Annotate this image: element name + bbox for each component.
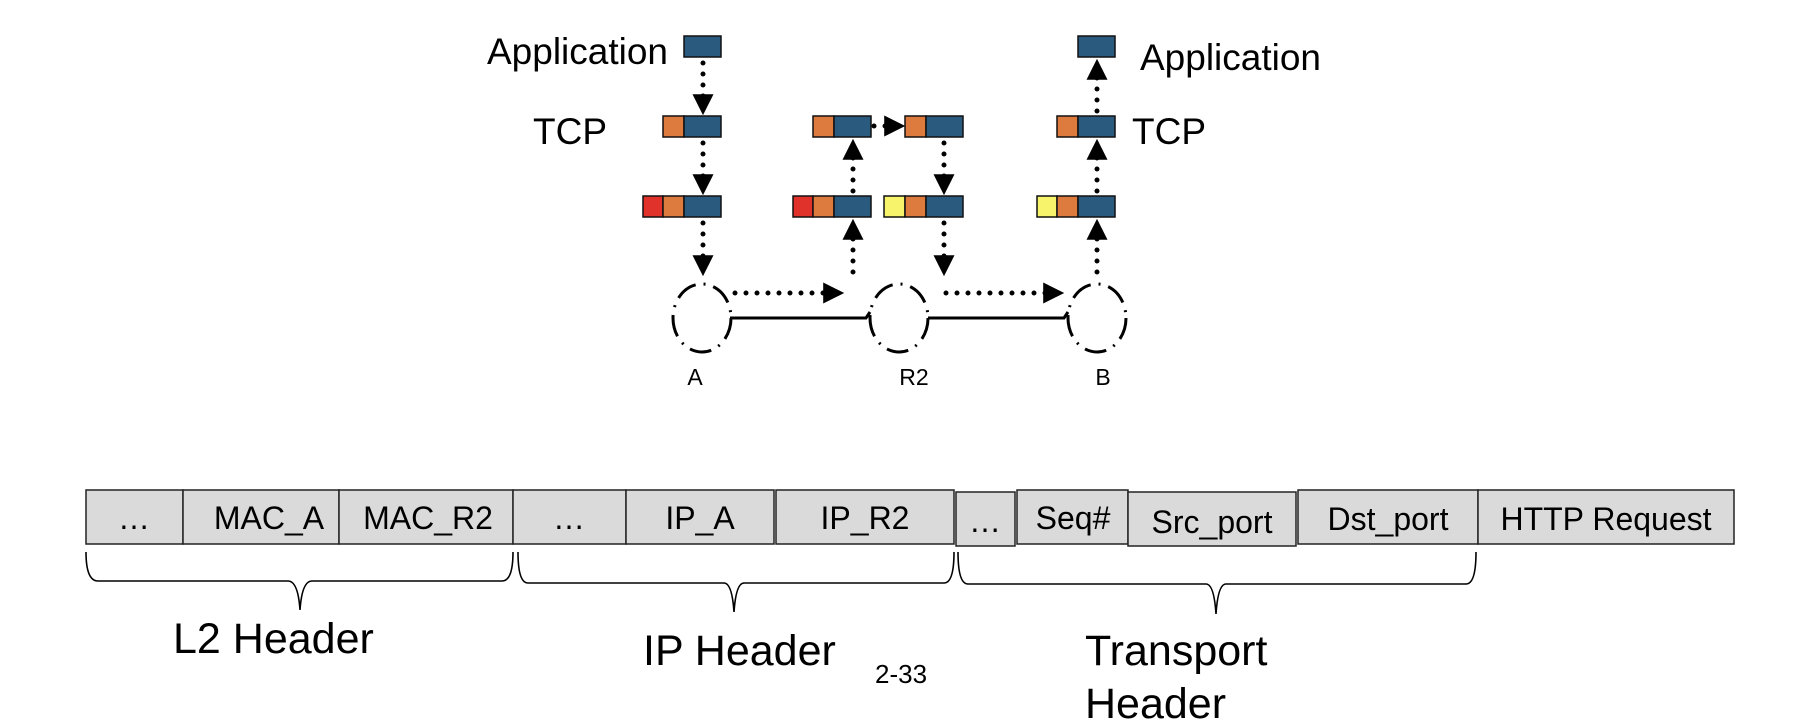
tcp-header-block-a-l2 — [662, 195, 685, 218]
application-label-right: Application — [1140, 37, 1321, 78]
app-payload-block-b — [1077, 35, 1116, 58]
tcp-header-block-r2-out — [904, 115, 927, 138]
l2-header-block-a — [642, 195, 664, 218]
payload-block-a-tcp — [683, 115, 722, 138]
app-payload-block-a — [683, 35, 722, 58]
packet-field-transport-ellipsis-text: … — [969, 503, 1001, 539]
packet-field-ip-r2 — [775, 489, 955, 545]
packet-field-mac-a-text: MAC_A — [214, 500, 325, 536]
payload-block-a-l2 — [683, 195, 722, 218]
payload-block-r2-out — [925, 115, 964, 138]
packet-field-mac-r2-text: MAC_R2 — [363, 500, 493, 536]
packet-field-src-port — [1127, 491, 1297, 547]
slide-number: 2-33 — [875, 659, 927, 689]
l2-header-block-b — [1036, 195, 1058, 218]
packet-field-ip-a-text: IP_A — [665, 500, 735, 536]
packet-field-mac-r2 — [338, 489, 514, 545]
packet-field-ip-r2-text: IP_R2 — [821, 500, 910, 536]
packet-field-ip-ellipsis — [512, 489, 627, 545]
packet-field-http-request-text: HTTP Request — [1500, 501, 1711, 537]
payload-block-b-tcp — [1077, 115, 1116, 138]
node-a-circle — [671, 282, 733, 354]
ip-header-label: IP Header — [643, 627, 836, 675]
l2-header-label: L2 Header — [173, 615, 374, 663]
node-r2-label: R2 — [899, 364, 928, 390]
link-a-r2 — [730, 311, 872, 320]
tcp-header-block-r2-in — [812, 115, 835, 138]
tcp-header-block-a — [662, 115, 685, 138]
packet-fields: … MAC_A MAC_R2 … IP_A IP_R2 … Seq# Src_p… — [85, 489, 1735, 547]
host-a-stack — [642, 35, 722, 277]
packet-field-dst-port — [1297, 489, 1479, 545]
l2-header-brace — [85, 551, 514, 611]
packet-field-transport-ellipsis — [955, 491, 1016, 547]
tcp-header-block-b-l2 — [1056, 195, 1079, 218]
payload-block-b-l2 — [1077, 195, 1116, 218]
application-label-left: Application — [487, 31, 668, 72]
tcp-header-block-r2-in-l2 — [812, 195, 835, 218]
node-b-circle — [1066, 282, 1128, 354]
packet-field-dst-port-text: Dst_port — [1328, 501, 1449, 537]
packet-field-ip-a — [625, 489, 775, 545]
tcp-header-block-b — [1056, 115, 1079, 138]
packet-field-seq-text: Seq# — [1036, 500, 1111, 536]
packet-field-http-request — [1477, 489, 1735, 545]
packet-field-mac-a — [182, 489, 340, 545]
node-r2-circle — [868, 282, 930, 354]
packet-field-l2-ellipsis — [85, 489, 184, 545]
host-b-stack — [1036, 35, 1116, 275]
tcp-label-left: TCP — [533, 111, 607, 152]
l2-header-block-r2-out — [883, 195, 906, 218]
payload-block-r2-in-l2 — [833, 195, 872, 218]
router-r2-stack — [792, 115, 964, 277]
transport-header-label-line1: Transport — [1085, 627, 1267, 675]
link-r2-b — [928, 311, 1070, 320]
network-path: A R2 B — [671, 282, 1128, 390]
packet-field-seq — [1016, 489, 1129, 545]
node-a-label: A — [687, 364, 703, 390]
tcp-label-right: TCP — [1132, 111, 1206, 152]
l2-header-block-r2-in — [792, 195, 814, 218]
packet-field-ip-ellipsis-text: … — [553, 500, 585, 536]
payload-block-r2-in — [833, 115, 872, 138]
packet-field-src-port-text: Src_port — [1152, 504, 1273, 540]
payload-block-r2-out-l2 — [925, 195, 964, 218]
transport-header-label-line2: Header — [1085, 680, 1226, 724]
packet-field-l2-ellipsis-text: … — [118, 500, 150, 536]
transport-header-brace — [957, 551, 1477, 615]
ip-header-brace — [517, 551, 955, 613]
tcp-header-block-r2-out-l2 — [904, 195, 927, 218]
node-b-label: B — [1095, 364, 1110, 390]
